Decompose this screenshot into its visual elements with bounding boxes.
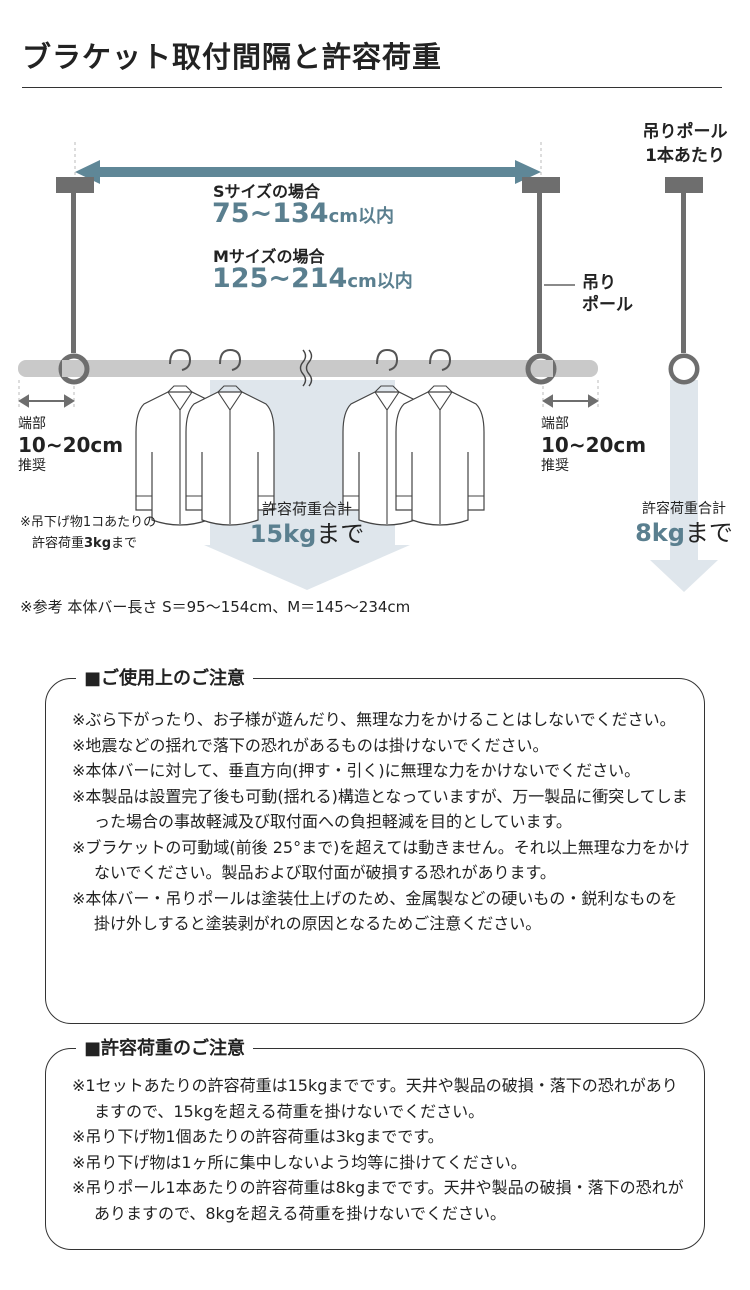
main-bar	[18, 360, 598, 377]
s-size-range: 75~134cm以内	[212, 198, 394, 229]
s-size-label: Sサイズの場合	[213, 182, 321, 201]
list-item: ※地震などの揺れで落下の恐れがあるものは掛けないでください。	[72, 735, 549, 755]
pole-load-arrow	[650, 380, 718, 592]
list-item: ※吊り下げ物は1ヶ所に集中しないよう均等に掛けてください。	[72, 1152, 527, 1172]
list-item: ※ぶら下がったり、お子様が遊んだり、無理な力をかけることはしないでください。	[72, 710, 676, 729]
list-item: ※1セットあたりの許容荷重は15kgまでです。天井や製品の破損・落下の恐れがあり…	[72, 1076, 678, 1121]
load-caution-box: ■許容荷重のご注意 ※1セットあたりの許容荷重は15kgまでです。天井や製品の破…	[45, 1034, 705, 1250]
m-size-range: 125~214cm以内	[212, 263, 413, 294]
list-item: ※吊り下げ物1個あたりの許容荷重は3kgまでです。	[72, 1127, 444, 1146]
page-title: ブラケット取付間隔と許容荷重	[22, 40, 443, 74]
span-arrow	[75, 160, 541, 184]
pole-label: 吊りポール	[582, 273, 633, 315]
bracket-diagram	[18, 142, 718, 592]
m-size-label: Mサイズの場合	[213, 247, 325, 266]
usage-caution-list: ※ぶら下がったり、お子様が遊んだり、無理な力をかけることはしないでください。 ※…	[72, 707, 690, 937]
usage-caution-heading: ■ご使用上のご注意	[76, 664, 254, 690]
list-item: ※吊りポール1本あたりの許容荷重は8kgまでです。天井や製品の破損・落下の恐れが…	[72, 1178, 684, 1223]
list-item: ※ブラケットの可動域(前後 25°まで)を超えては動きません。それ以上無理な力を…	[72, 837, 690, 883]
load-caution-list: ※1セットあたりの許容荷重は15kgまでです。天井や製品の破損・落下の恐れがあり…	[72, 1073, 690, 1226]
list-item: ※本体バー・吊りポールは塗装仕上げのため、金属製などの硬いもの・鋭利なものを掛け…	[72, 888, 678, 934]
title-divider	[22, 87, 722, 88]
list-item: ※本体バーに対して、垂直方向(押す・引く)に無理な力をかけないでください。	[72, 761, 641, 780]
reference-note: ※参考 本体バー長さ S＝95～154cm、M＝145～234cm	[20, 598, 411, 616]
item-load-note: ※吊下げ物1コあたりの許容荷重3kgまで	[20, 515, 157, 551]
usage-caution-box: ■ご使用上のご注意 ※ぶら下がったり、お子様が遊んだり、無理な力をかけることはし…	[45, 664, 705, 1024]
load-caution-heading: ■許容荷重のご注意	[76, 1034, 254, 1060]
list-item: ※本製品は設置完了後も可動(揺れる)構造となっていますが、万一製品に衝突してしま…	[72, 786, 688, 832]
